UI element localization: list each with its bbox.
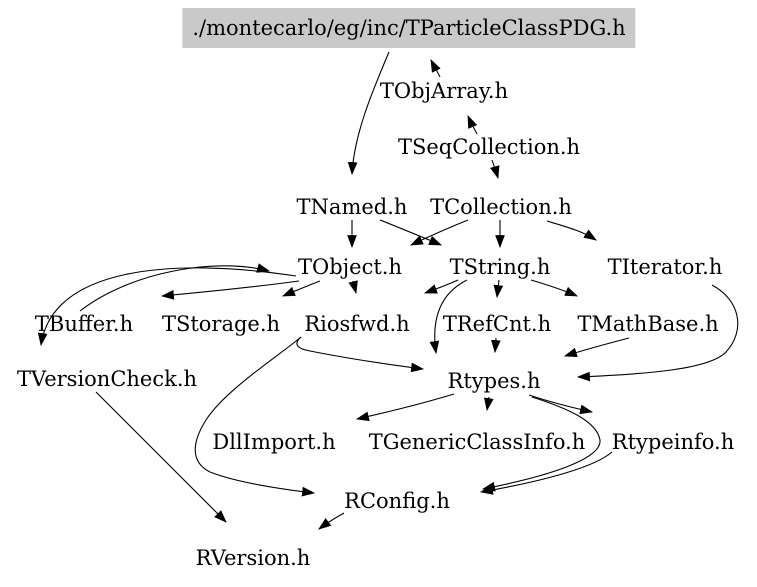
node-tnamed[interactable]: TNamed.h xyxy=(296,194,408,219)
edge-Riosfwd-to-RConfig xyxy=(194,336,316,497)
edge-TSeqCollection-to-TCollection xyxy=(490,159,500,180)
edge-TString-to-Riosfwd xyxy=(423,279,459,294)
node-rversion[interactable]: RVersion.h xyxy=(195,545,311,570)
edge-TVersionCheck-to-RVersion xyxy=(95,391,227,523)
node-main-header[interactable]: ./montecarlo/eg/inc/TParticleClassPDG.h xyxy=(182,7,636,49)
edge-TRefCnt-to-Rtypes xyxy=(490,337,501,354)
node-tstorage[interactable]: TStorage.h xyxy=(161,311,281,336)
edge-TNamed-to-TString xyxy=(379,219,442,246)
node-tbuffer[interactable]: TBuffer.h xyxy=(34,311,134,336)
node-dllimport[interactable]: DllImport.h xyxy=(212,429,336,454)
edge-TMathBase-to-Rtypes xyxy=(563,337,630,358)
node-tgenericclassinfo[interactable]: TGenericClassInfo.h xyxy=(368,429,586,454)
edge-TBuffer-to-TObject xyxy=(79,263,271,312)
edge-TString-to-TMathBase xyxy=(530,279,578,297)
edge-TObjArray-to-main xyxy=(430,59,441,78)
edge-Rtypes-to-Rtypeinfo xyxy=(528,394,594,415)
node-riosfwd[interactable]: Riosfwd.h xyxy=(304,311,410,336)
edge-TSeqCollection-to-TObjArray xyxy=(467,115,478,135)
edge-RConfig-to-RVersion xyxy=(318,512,345,530)
node-tseqcollection[interactable]: TSeqCollection.h xyxy=(397,134,581,159)
edge-TString-to-TRefCnt xyxy=(493,279,504,299)
node-tstring[interactable]: TString.h xyxy=(449,254,551,279)
edge-TObject-to-Riosfwd xyxy=(348,280,358,295)
edge-Riosfwd-to-Rtypes xyxy=(296,336,425,373)
node-tobjarray[interactable]: TObjArray.h xyxy=(379,78,509,103)
node-rtypes[interactable]: Rtypes.h xyxy=(447,368,541,393)
edge-TObject-to-TBuffer xyxy=(160,280,300,300)
node-tcollection[interactable]: TCollection.h xyxy=(430,194,572,219)
edge-Rtypeinfo-to-RConfig xyxy=(479,451,613,495)
edge-TCollection-to-TObject xyxy=(410,219,469,246)
edge-Rtypes-to-TGenericClassInfo xyxy=(483,396,494,412)
node-tversioncheck[interactable]: TVersionCheck.h xyxy=(16,366,198,391)
node-tmathbase[interactable]: TMathBase.h xyxy=(577,311,719,336)
edge-main-to-TNamed xyxy=(347,51,390,176)
node-rtypeinfo[interactable]: Rtypeinfo.h xyxy=(611,429,735,454)
node-titerator[interactable]: TIterator.h xyxy=(607,254,723,279)
edge-TCollection-to-TIterator xyxy=(546,220,597,241)
edge-Rtypes-to-DllImport xyxy=(355,393,455,422)
node-trefcnt[interactable]: TRefCnt.h xyxy=(442,311,552,336)
node-tobject[interactable]: TObject.h xyxy=(297,254,403,279)
edge-TObject-to-TStorage xyxy=(281,280,321,297)
node-rconfig[interactable]: RConfig.h xyxy=(344,488,450,513)
